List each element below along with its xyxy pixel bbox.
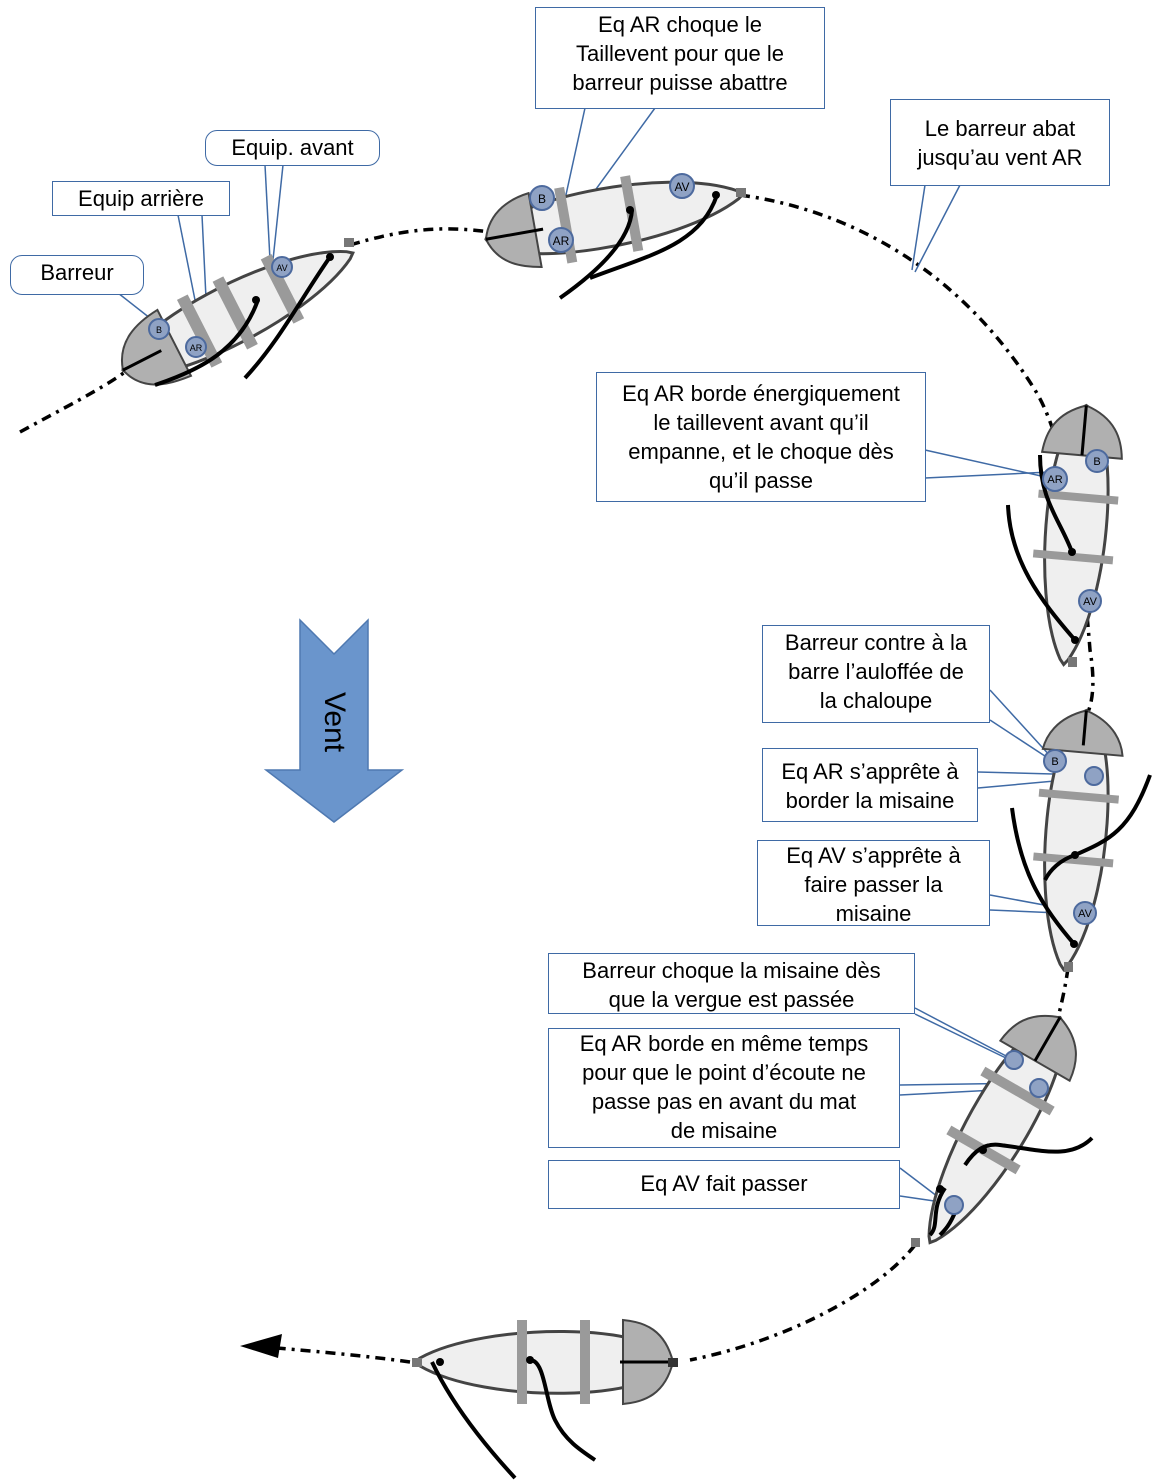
callout-step5c: Eq AV s’apprête à faire passer la misain… (757, 840, 990, 926)
boat-1 (120, 250, 355, 386)
badge-text-aft-3: AR (1047, 474, 1062, 486)
badge-helm-5 (1004, 1050, 1024, 1070)
badge-text-helm-1: B (156, 325, 162, 335)
boat-1-sail-aft (154, 299, 260, 387)
callout-barreur-line: Barreur (40, 260, 114, 285)
badge-helm-1 (148, 318, 170, 340)
badge-fore-1 (271, 256, 293, 278)
callout-equip-avant: Equip. avant (205, 130, 380, 166)
callout-step6b-line-4: de misaine (670, 1118, 778, 1143)
boat-3 (1032, 403, 1123, 667)
callout-step6a: Barreur choque la misaine dès que la ver… (548, 953, 915, 1014)
badge-text-fore-3: AV (1083, 596, 1098, 608)
callout-step4-line-2: le taillevent avant qu’il (653, 410, 869, 435)
callout-step5b: Eq AR s’apprête à border la misaine (762, 748, 978, 822)
callout-step6a-line-1: Barreur choque la misaine dès (582, 958, 881, 983)
badge-aft-5 (1029, 1078, 1049, 1098)
callout-step2-line-3: barreur puisse abattre (572, 70, 788, 95)
callout-step2: Eq AR choque le Taillevent pour que le b… (535, 7, 825, 109)
badge-text-aft-2: AR (553, 234, 570, 248)
callout-barreur: Barreur (10, 255, 144, 295)
badge-fore-4 (1073, 901, 1097, 925)
callout-step5a-line-1: Barreur contre à la (784, 630, 968, 655)
callout-equip-arriere-line: Equip arrière (78, 186, 204, 211)
callout-step6b: Eq AR borde en même temps pour que le po… (548, 1028, 900, 1148)
badge-fore-2 (669, 173, 695, 199)
callout-step2-line-2: Taillevent pour que le (576, 41, 784, 66)
badge-text-fore-2: AV (674, 180, 689, 194)
callout-step6b-line-2: pour que le point d’écoute ne (582, 1060, 866, 1085)
boat-4 (1033, 708, 1124, 972)
callout-step5b-line-2: border la misaine (785, 788, 955, 813)
callout-step4-line-4: qu’il passe (709, 468, 813, 493)
badge-text-aft-1: AR (190, 343, 203, 353)
badge-aft-3 (1042, 466, 1068, 492)
callout-step5a: Barreur contre à la barre l’auloffée de … (762, 625, 990, 723)
callout-step5a-line-2: barre l’auloffée de (788, 659, 964, 684)
boat-track (19, 193, 1095, 1364)
callout-step6a-line-2: que la vergue est passée (608, 987, 855, 1012)
callout-equip-arriere: Equip arrière (52, 181, 230, 216)
badge-helm-2 (529, 185, 555, 211)
badge-helm-3 (1085, 449, 1109, 473)
badge-text-helm-4: B (1051, 756, 1058, 768)
crew-badges (148, 173, 1109, 1215)
callout-step3: Le barreur abat jusqu’au vent AR (890, 99, 1110, 186)
badge-aft-2 (548, 227, 574, 253)
badge-fore-3 (1078, 589, 1102, 613)
callout-step6c-line-1: Eq AV fait passer (640, 1171, 808, 1196)
boat-1-sail-fore (243, 255, 332, 380)
callout-step3-line-1: Le barreur abat (924, 116, 1076, 141)
callout-step5a-line-3: la chaloupe (819, 688, 933, 713)
callout-step4-line-1: Eq AR borde énergiquement (622, 381, 900, 406)
badge-text-fore-1: AV (276, 263, 287, 273)
callout-equip-avant-line: Equip. avant (231, 135, 354, 160)
boat-6 (412, 1318, 675, 1406)
callout-step3-line-2: jusqu’au vent AR (917, 145, 1083, 170)
callout-step4-line-3: empanne, et le choque dès (628, 439, 894, 464)
callout-step6c: Eq AV fait passer (548, 1160, 900, 1209)
callout-step2-line-1: Eq AR choque le (598, 12, 762, 37)
badge-aft-1 (185, 336, 207, 358)
callout-step5c-line-1: Eq AV s’apprête à (786, 843, 961, 868)
callout-step5c-line-2: faire passer la (804, 872, 943, 897)
badge-aft-4 (1084, 766, 1104, 786)
boat-2 (484, 175, 746, 268)
callout-step5b-line-1: Eq AR s’apprête à (781, 759, 959, 784)
track-arrowhead (240, 1334, 282, 1358)
badge-helm-4 (1043, 749, 1067, 773)
callout-step4: Eq AR borde énergiquement le taillevent … (596, 372, 926, 502)
callout-step5c-line-3: misaine (835, 901, 912, 926)
badge-fore-5 (944, 1195, 964, 1215)
badge-text-helm-2: B (538, 192, 546, 206)
boat-5 (927, 1014, 1077, 1245)
wind-arrow (263, 618, 405, 823)
callout-step6b-line-3: passe pas en avant du mat (591, 1089, 857, 1114)
badge-text-fore-4: AV (1078, 908, 1093, 920)
callout-step6b-line-1: Eq AR borde en même temps (579, 1031, 869, 1056)
badge-text-helm-3: B (1093, 456, 1100, 468)
wind-label: Vent (318, 691, 351, 753)
